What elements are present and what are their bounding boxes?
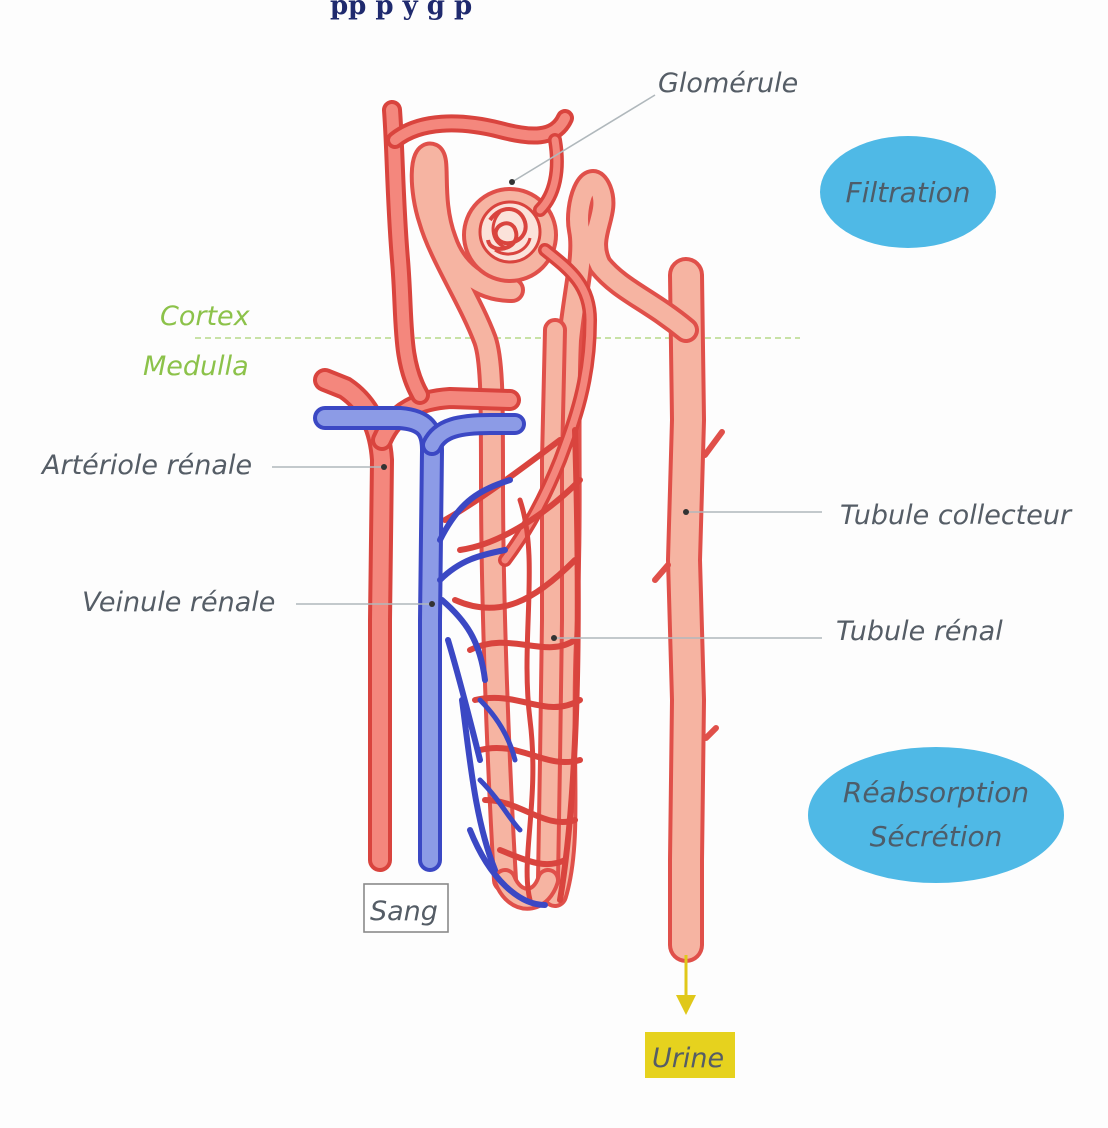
tubule-collecteur-dot	[683, 509, 689, 515]
label-sang: Sang	[370, 896, 438, 927]
label-veinule-renale: Veinule rénale	[82, 587, 275, 618]
tubule-collecteur-shape	[655, 275, 722, 945]
tubule-renal-dot	[551, 635, 557, 641]
label-reabsorption: Réabsorption	[843, 776, 1029, 809]
arteriole-dot	[381, 464, 387, 470]
glomerule-dot	[509, 179, 515, 185]
label-secretion: Sécrétion	[870, 820, 1003, 853]
label-glomerule: Glomérule	[658, 68, 798, 99]
label-urine: Urine	[652, 1043, 724, 1074]
label-cortex: Cortex	[160, 301, 251, 332]
label-tubule-collecteur: Tubule collecteur	[840, 500, 1073, 531]
veinule-dot	[429, 601, 435, 607]
urine-arrow	[676, 955, 696, 1015]
label-medulla: Medulla	[143, 351, 249, 382]
label-filtration: Filtration	[846, 176, 971, 209]
label-tubule-renal: Tubule rénal	[836, 616, 1003, 647]
label-arteriole-renale: Artériole rénale	[40, 450, 252, 481]
reabsorption-oval	[808, 747, 1064, 883]
